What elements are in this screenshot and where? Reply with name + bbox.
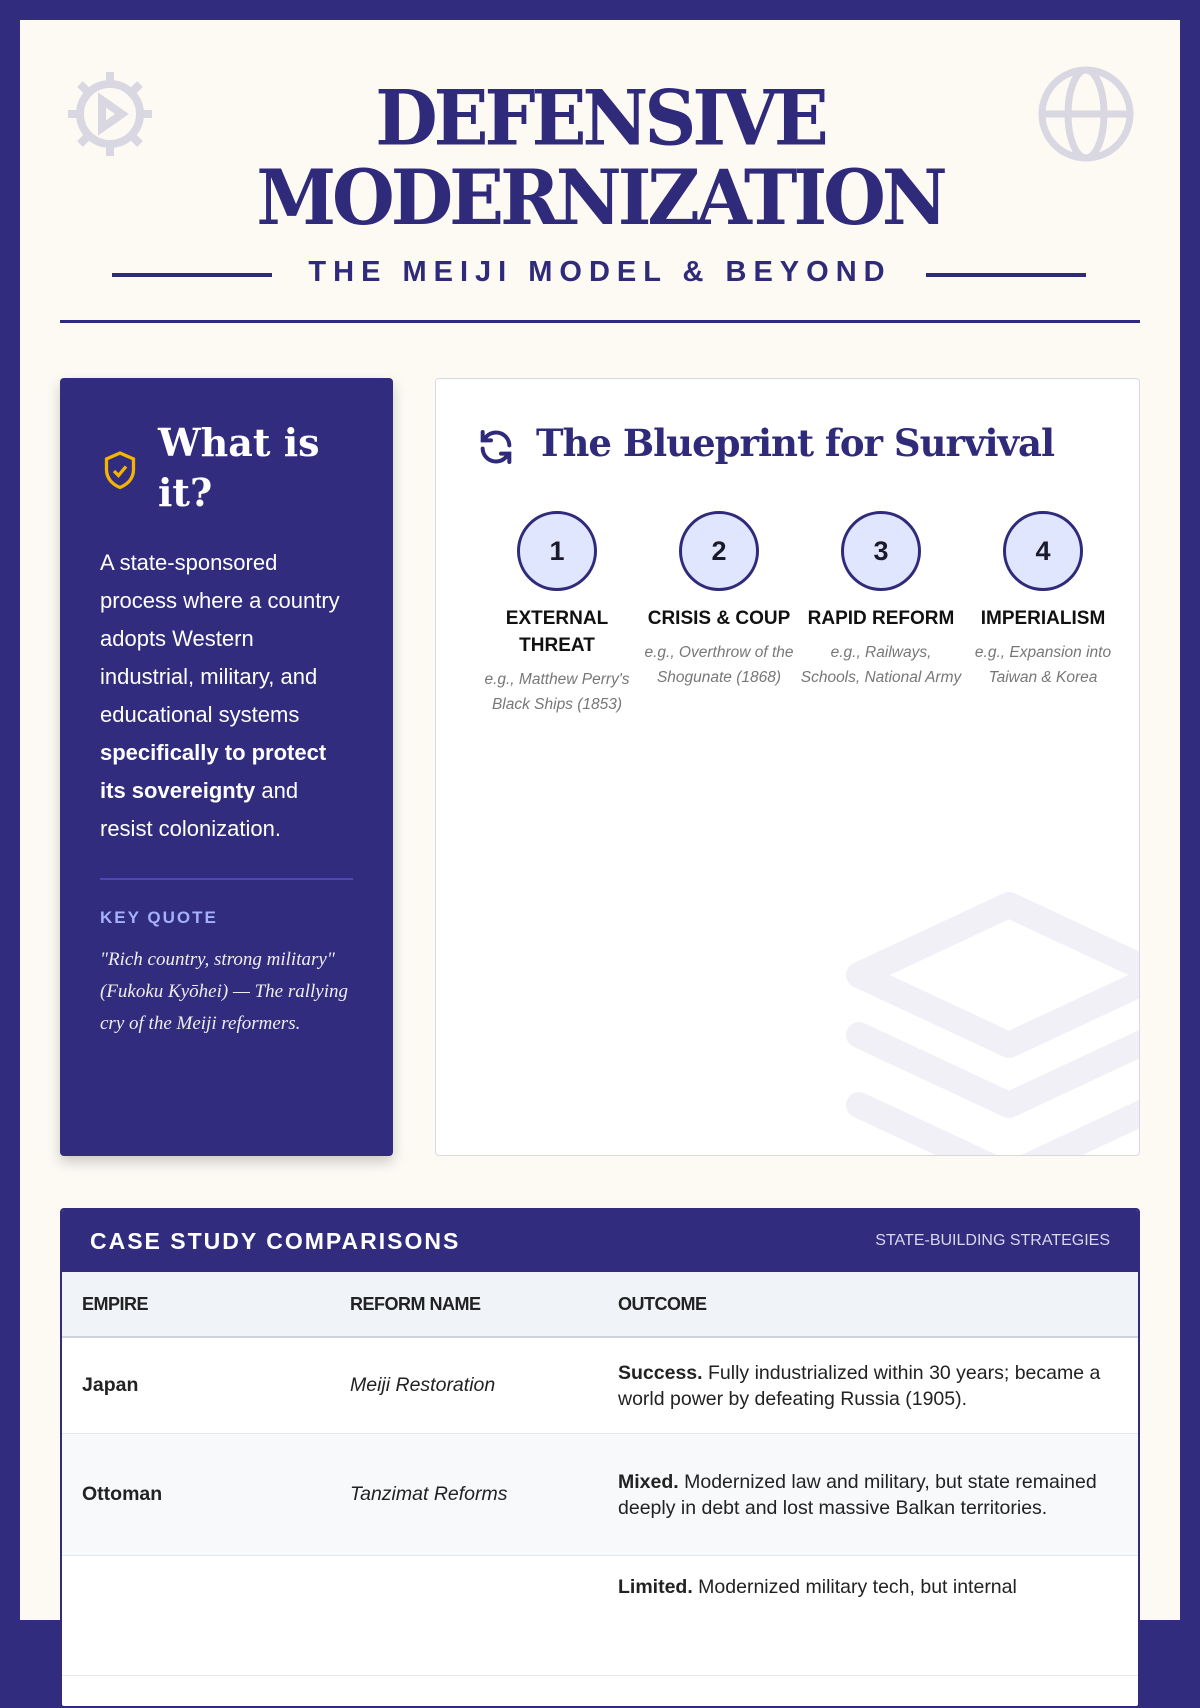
definition-bold: specifically to protect its sovereignty	[100, 740, 327, 803]
outcome-cell: Success. Fully industrialized within 30 …	[598, 1360, 1138, 1412]
step-desc: e.g., Expansion into Taiwan & Korea	[974, 644, 1112, 686]
subtitle: THE MEIJI MODEL & BEYOND	[308, 256, 892, 288]
col-outcome: OUTCOME	[618, 1294, 707, 1314]
blueprint-title: The Blueprint for Survival	[536, 421, 1055, 465]
step-number: 2	[679, 511, 759, 591]
table-row: Ottoman Tanzimat Reforms Mixed. Modernized…	[62, 1434, 1138, 1556]
definition-text: A state-sponsored process where a countr…	[100, 544, 353, 848]
step-title: RAPID REFORM	[807, 608, 955, 629]
empire-cell: Japan	[82, 1374, 139, 1396]
title-line-2: MODERNIZATION	[256, 152, 947, 242]
step-number: 4	[1003, 511, 1083, 591]
reform-cell: Meiji Restoration	[350, 1374, 496, 1396]
table-tag: STATE-BUILDING STRATEGIES	[875, 1232, 1110, 1249]
empire-cell: Ottoman	[82, 1483, 163, 1505]
outcome-text: Modernized military tech, but internal	[692, 1576, 1017, 1598]
step-title: EXTERNAL THREAT	[505, 608, 609, 656]
outcome-cell: Mixed. Modernized law and military, but …	[598, 1469, 1138, 1521]
gear-icon	[68, 72, 152, 156]
divider	[926, 273, 1086, 277]
col-empire: EMPIRE	[82, 1293, 149, 1314]
step-desc: e.g., Matthew Perry's Black Ships (1853)	[484, 671, 630, 713]
step-title: IMPERIALISM	[980, 608, 1106, 629]
table-column-headers: EMPIRE REFORM NAME OUTCOME	[62, 1272, 1138, 1338]
refresh-icon	[480, 430, 512, 464]
step-title: CRISIS & COUP	[647, 608, 791, 629]
table-row: Limited. Modernized military tech, but i…	[62, 1556, 1138, 1676]
definition-end: and resist colonization.	[100, 778, 299, 841]
outcome-text: Modernized law and military, but state r…	[618, 1470, 1097, 1519]
step-number: 1	[517, 511, 597, 591]
outcome-cell: Limited. Modernized military tech, but i…	[598, 1574, 1138, 1600]
step-number: 3	[841, 511, 921, 591]
key-quote-label: KEY QUOTE	[100, 908, 218, 927]
table-row: Japan Meiji Restoration Success. Fully ind…	[62, 1338, 1138, 1434]
divider	[112, 273, 272, 277]
outcome-label: Success.	[618, 1361, 703, 1384]
step-desc: e.g., Railways, Schools, National Army	[800, 644, 962, 686]
divider	[60, 320, 1140, 323]
reform-cell: Tanzimat Reforms	[350, 1483, 508, 1505]
divider	[100, 878, 353, 880]
globe-icon	[1038, 66, 1134, 162]
shield-check-icon	[104, 451, 136, 490]
table-header-bar: CASE STUDY COMPARISONS STATE-BUILDING STR…	[62, 1210, 1138, 1272]
definition-plain: A state-sponsored process where a countr…	[100, 550, 340, 727]
layers-icon	[846, 892, 1139, 1155]
case-study-table: CASE STUDY COMPARISONS STATE-BUILDING STR…	[60, 1208, 1140, 1708]
outcome-text: Fully industrialized within 30 years; be…	[618, 1361, 1101, 1410]
outcome-label: Limited.	[618, 1576, 693, 1598]
definition-card: What is it? A state-sponsored process wh…	[60, 378, 393, 1156]
table-title: CASE STUDY COMPARISONS	[90, 1227, 461, 1254]
col-reform: REFORM NAME	[350, 1293, 481, 1314]
card-title: What is it?	[158, 420, 320, 515]
title-line-1: DEFENSIVE	[375, 72, 829, 163]
step-desc: e.g., Overthrow of the Shogunate (1868)	[644, 644, 794, 686]
key-quote: "Rich country, strong military" (Fukoku …	[100, 949, 349, 1034]
outcome-label: Mixed.	[618, 1470, 679, 1493]
